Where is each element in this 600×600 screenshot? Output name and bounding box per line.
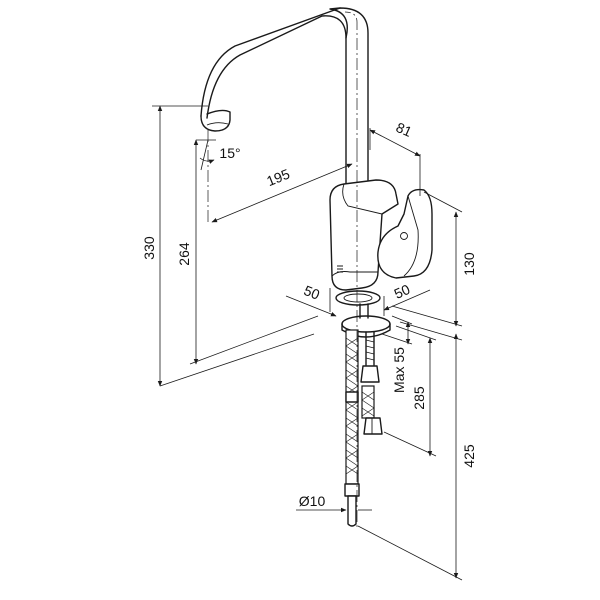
ext-264-bottom xyxy=(189,315,319,365)
spout-inner xyxy=(329,7,369,186)
body-logo xyxy=(337,265,343,273)
faucet-outline xyxy=(200,7,433,527)
hose-braid-pattern-long xyxy=(345,337,359,475)
hose-pipe-end xyxy=(347,495,357,527)
label-15deg: 15° xyxy=(219,145,240,161)
label-195: 195 xyxy=(264,165,292,189)
lever-handle xyxy=(377,188,433,279)
ext-285-top xyxy=(395,325,437,341)
ext-330-bottom xyxy=(159,333,315,387)
ext-130-top xyxy=(423,191,463,213)
dim-50-right xyxy=(383,289,431,311)
label-50-left: 50 xyxy=(302,282,323,303)
label-81: 81 xyxy=(394,119,415,140)
dim-81 xyxy=(369,129,421,157)
label-264: 264 xyxy=(176,242,192,266)
label-max55: Max 55 xyxy=(391,347,407,393)
lever-pivot xyxy=(400,232,408,240)
lever-inner-line xyxy=(403,195,419,277)
hose-braid-pattern-short xyxy=(361,391,375,417)
dimension-labels: 330 264 15° 195 81 130 50 50 Max 55 285 … xyxy=(141,119,477,509)
spout-centerline xyxy=(344,11,358,150)
label-425: 425 xyxy=(461,444,477,468)
spout-nozzle xyxy=(200,109,231,132)
hose-ferrule-top xyxy=(345,391,359,403)
nozzle-aerator xyxy=(206,122,229,126)
hose-nut-short xyxy=(363,417,383,435)
fixing-nut xyxy=(360,365,380,383)
spout-top-edge xyxy=(200,7,341,117)
dim-50-left xyxy=(285,295,337,317)
angle-arc xyxy=(199,157,215,164)
rod-threads xyxy=(365,339,375,361)
label-50-right: 50 xyxy=(392,281,413,302)
base-ring xyxy=(335,290,381,306)
ext-425-top xyxy=(399,321,463,341)
label-dia10: Ø10 xyxy=(299,493,326,509)
label-130: 130 xyxy=(461,252,477,276)
hose-ferrule-long xyxy=(344,483,360,497)
ext-max55-bottom xyxy=(381,333,413,345)
spout-outer xyxy=(206,15,347,189)
threaded-rod xyxy=(359,303,375,366)
ext-130-bottom xyxy=(391,305,463,327)
ext-285-bottom xyxy=(383,431,437,457)
hose-braided-short xyxy=(361,385,375,419)
label-285: 285 xyxy=(411,386,427,410)
dimension-lines xyxy=(152,105,463,581)
label-330: 330 xyxy=(141,236,157,260)
base-ring-inner xyxy=(343,293,373,303)
ext-425-bottom xyxy=(357,525,463,581)
angle-leg xyxy=(200,139,209,171)
center-lines xyxy=(207,130,358,530)
dim-195 xyxy=(211,163,353,223)
